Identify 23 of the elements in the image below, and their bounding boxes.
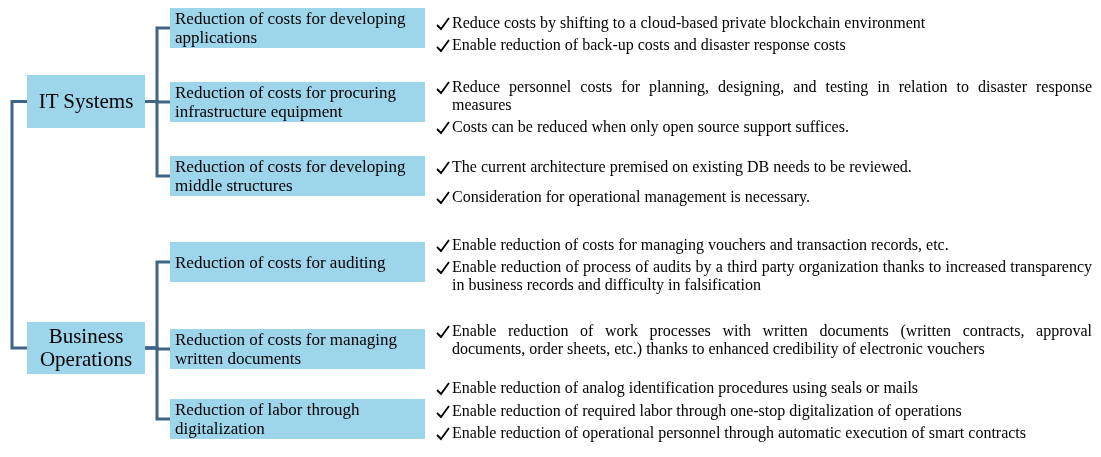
item-box: Reduction of costs for managing written documents (170, 329, 425, 369)
bullet-text: Enable reduction of back-up costs and disaster response costs (452, 36, 847, 54)
connector-line (145, 346, 170, 421)
item-box: Reduction of labor through digitalization (170, 399, 425, 439)
bullet-text: Reduce costs by shifting to a cloud-based private blockchain environment (452, 14, 927, 32)
bullet-text: Enable reduction of analog identification procedures using seals or mails (452, 379, 920, 397)
bullet-text: Enable reduction of process of audits by a third party organization thanks to increased transparency in business records and difficulty in falsification (452, 258, 1092, 294)
connector-line (145, 100, 170, 178)
connector-line (10, 100, 27, 350)
bullet-text: Enable reduction of costs for managing vouchers and transaction records, etc. (452, 236, 950, 254)
category-box: Business Operations (27, 322, 145, 374)
category-box: IT Systems (27, 75, 145, 128)
bullet-text: Enable reduction of required labor through one-stop digitalization of operations (452, 402, 963, 420)
bullet-text: Consideration for operational management is necessary. (452, 188, 811, 206)
bullet-text: Costs can be reduced when only open source support suffices. (452, 118, 850, 136)
bullet-text: Enable reduction of operational personnel through automatic execution of smart contracts (452, 424, 1028, 442)
bullet-text: The current architecture premised on existing DB needs to be reviewed. (452, 158, 913, 176)
item-box: Reduction of costs for developing middle structures (170, 156, 425, 196)
bullet-text: Reduce personnel costs for planning, designing, and testing in relation to disaster response measures (452, 78, 1092, 114)
item-box: Reduction of costs for auditing (170, 242, 425, 282)
bullet-text: Enable reduction of work processes with written documents (written contracts, approval documents, order sheets, etc.) thanks to enhanced credibility of electronic vouchers (452, 322, 1092, 358)
item-box: Reduction of costs for developing applications (170, 8, 425, 48)
item-box: Reduction of costs for procuring infrastructure equipment (170, 82, 425, 122)
